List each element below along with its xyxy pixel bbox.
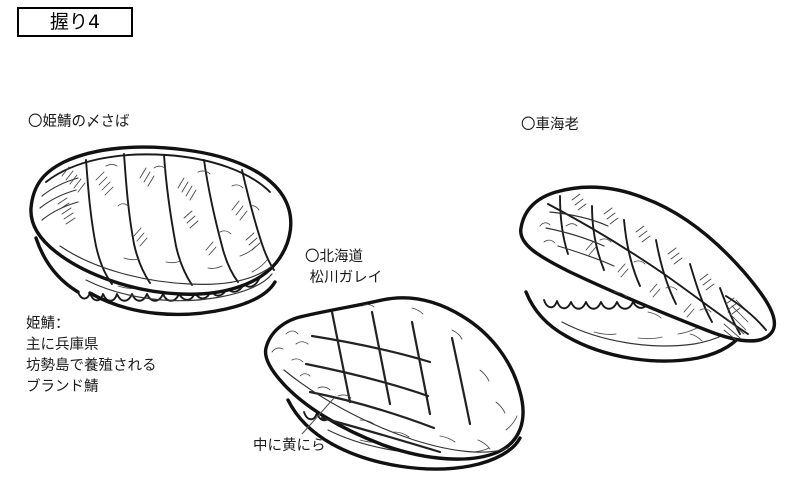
matsukawa-garei-nigiri-drawing (263, 296, 525, 474)
shimesaba-nigiri-drawing (29, 145, 293, 319)
sheet-title-box: 握り4 (17, 7, 133, 37)
himesaba-caption: 姫鯖： 主に兵庫県 坊勢島で養殖される ブランド鯖 (26, 316, 157, 396)
label-kuruma-ebi: 〇車海老 (521, 117, 579, 133)
nira-leader-line (301, 397, 335, 435)
page-title: 握り4 (49, 10, 101, 33)
label-matsukawa-garei: 〇北海道 松川ガレイ (305, 249, 383, 286)
label-naka-ni-kinira: 中に黄にら (253, 438, 326, 454)
label-shimesaba: 〇姫鯖の〆さば (28, 114, 130, 130)
kuruma-ebi-nigiri-drawing (519, 185, 777, 366)
